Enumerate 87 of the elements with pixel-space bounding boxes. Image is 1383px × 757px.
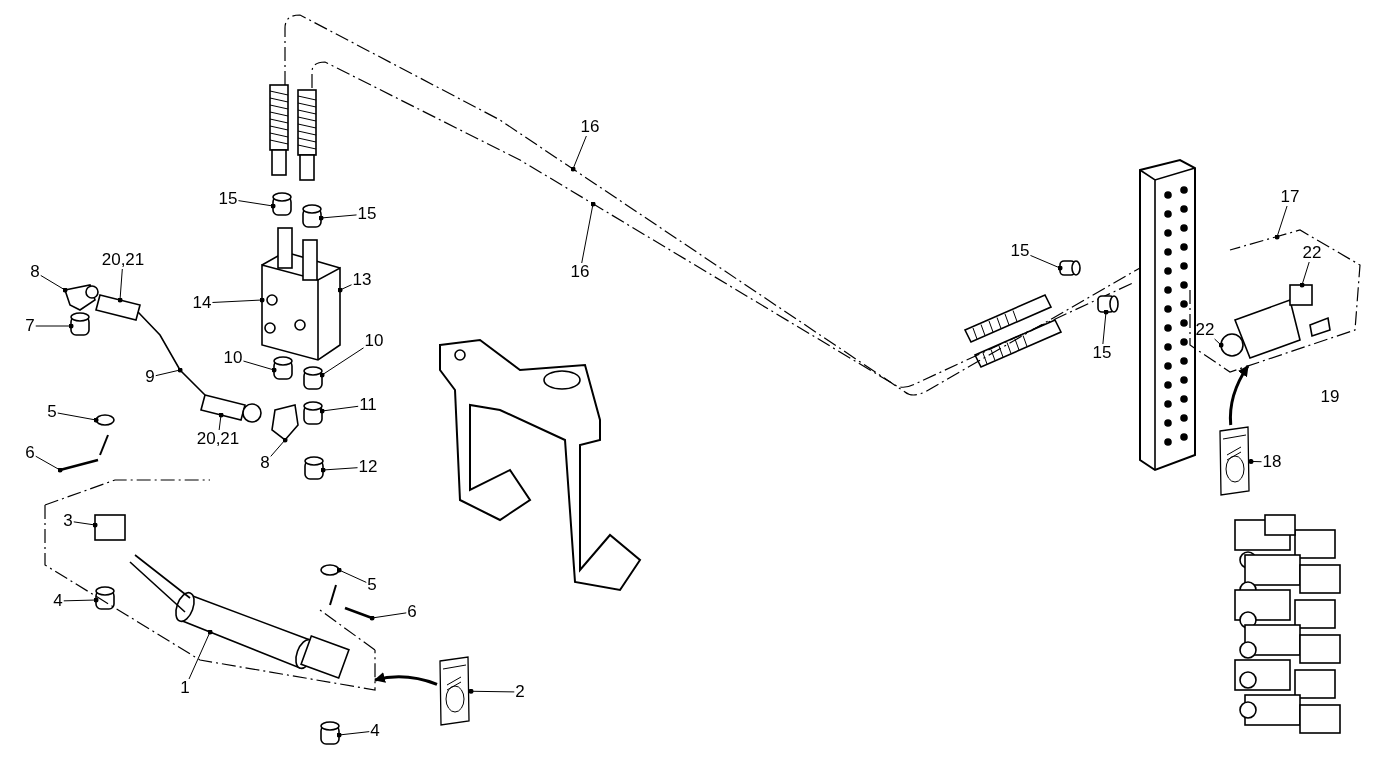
leader-line bbox=[1274, 205, 1288, 240]
arrow bbox=[1228, 365, 1250, 426]
callout-number: 3 bbox=[62, 512, 74, 530]
callout-number: 6 bbox=[406, 603, 418, 621]
fitting-drawing bbox=[303, 401, 323, 425]
fitting-drawing bbox=[1059, 260, 1081, 276]
leader-line bbox=[218, 412, 224, 431]
fitting-drawing bbox=[70, 312, 90, 336]
callout-number: 4 bbox=[52, 592, 64, 610]
leader-line bbox=[270, 437, 288, 457]
callout-number: 22 bbox=[1301, 244, 1323, 262]
parts-bag-icon bbox=[1217, 425, 1251, 497]
leader-line bbox=[242, 360, 277, 373]
callout-number: 12 bbox=[357, 458, 379, 476]
callout-number: 11 bbox=[358, 396, 378, 414]
bolt-drawing bbox=[59, 458, 99, 472]
leader-line bbox=[570, 135, 587, 172]
callout-number: 15 bbox=[1091, 344, 1113, 362]
callout-number: 7 bbox=[24, 317, 36, 335]
callout-number: 15 bbox=[356, 205, 378, 223]
callout-number: 8 bbox=[259, 454, 271, 472]
leader-line bbox=[468, 688, 515, 694]
leader-line bbox=[155, 367, 183, 377]
leader-line bbox=[57, 412, 99, 423]
callout-number: 15 bbox=[217, 190, 239, 208]
leader-line bbox=[319, 347, 365, 378]
callout-number: 4 bbox=[369, 722, 381, 740]
leader-line bbox=[35, 455, 63, 473]
callout-number: 20,21 bbox=[100, 251, 146, 269]
callout-number: 14 bbox=[191, 294, 213, 312]
leader-line bbox=[319, 405, 359, 414]
elbow-fitting-drawing bbox=[63, 284, 99, 311]
leader-line bbox=[369, 612, 407, 621]
leader-line bbox=[73, 521, 98, 528]
phantom-outline bbox=[1189, 229, 1361, 373]
callout-number: 15 bbox=[1009, 242, 1031, 260]
fitting-drawing bbox=[273, 356, 293, 380]
leader-line bbox=[320, 467, 359, 473]
leader-line bbox=[336, 567, 367, 583]
callout-number: 19 bbox=[1319, 388, 1341, 406]
leader-line bbox=[1248, 458, 1263, 464]
callout-number: 17 bbox=[1279, 188, 1301, 206]
leader-line bbox=[1214, 338, 1224, 348]
fitting-drawing bbox=[272, 192, 292, 216]
callout-number: 13 bbox=[351, 271, 373, 289]
elbow-fitting-drawing bbox=[271, 404, 299, 442]
callout-number: 16 bbox=[579, 118, 601, 136]
leader-line bbox=[581, 201, 596, 264]
parts-bag-icon bbox=[437, 655, 471, 727]
leader-line bbox=[1029, 254, 1063, 271]
leader-line bbox=[188, 629, 213, 680]
valve-block-drawing bbox=[261, 227, 341, 361]
callout-number: 20,21 bbox=[195, 430, 241, 448]
leader-line bbox=[117, 268, 123, 303]
callout-number: 8 bbox=[29, 263, 41, 281]
callout-number: 5 bbox=[46, 403, 58, 421]
leader-line bbox=[336, 731, 370, 738]
callout-number: 10 bbox=[222, 349, 244, 367]
callout-number: 18 bbox=[1261, 453, 1283, 471]
callout-number: 9 bbox=[144, 368, 156, 386]
fitting-drawing bbox=[303, 366, 323, 390]
callout-number: 2 bbox=[514, 683, 526, 701]
arrow bbox=[373, 672, 438, 686]
phantom-outline bbox=[44, 479, 376, 691]
leader-line bbox=[1299, 261, 1310, 288]
leader-line bbox=[63, 597, 99, 603]
leader-line bbox=[1102, 309, 1109, 345]
leader-line bbox=[337, 284, 353, 293]
bushing-drawing bbox=[320, 721, 340, 745]
leader-line bbox=[211, 297, 265, 303]
pin-drawing bbox=[95, 414, 115, 456]
leader-line bbox=[35, 323, 74, 329]
leader-line bbox=[237, 200, 276, 209]
fitting-drawing bbox=[304, 456, 324, 480]
bushing-drawing bbox=[95, 586, 115, 610]
callout-number: 16 bbox=[569, 263, 591, 281]
callout-number: 10 bbox=[363, 332, 385, 350]
hose-line bbox=[284, 14, 1141, 396]
callout-number: 6 bbox=[24, 444, 36, 462]
callout-number: 5 bbox=[366, 576, 378, 594]
fitting-drawing bbox=[302, 204, 322, 228]
leader-line bbox=[40, 274, 68, 293]
hose-drawing bbox=[95, 294, 262, 423]
callout-number: 1 bbox=[179, 679, 191, 697]
fitting-drawing bbox=[1097, 295, 1119, 313]
leader-line bbox=[318, 214, 358, 221]
callout-number: 22 bbox=[1194, 321, 1216, 339]
